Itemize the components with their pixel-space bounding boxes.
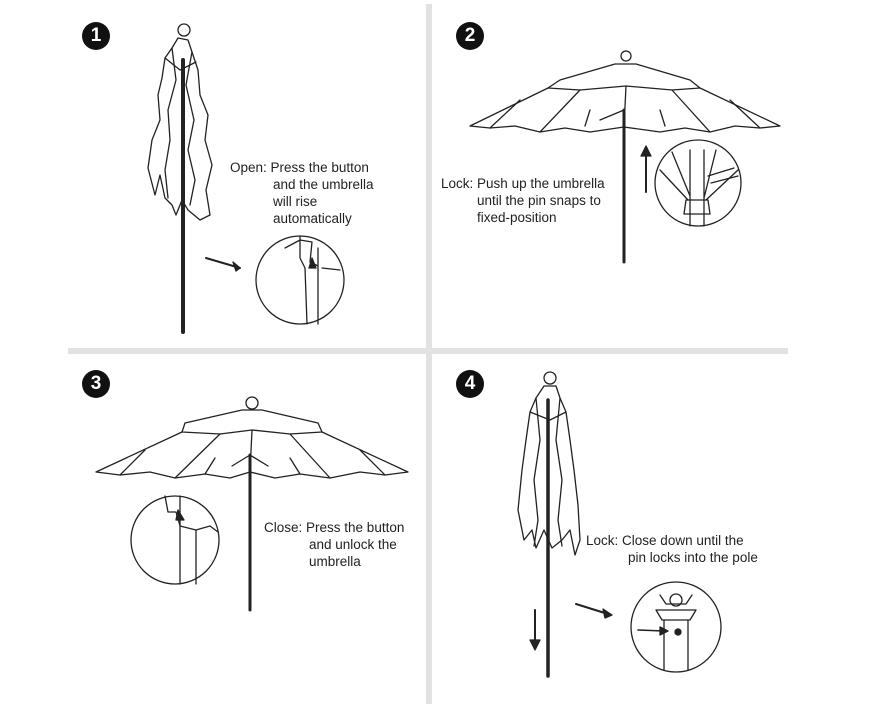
step-3-caption: Close: Press the button and unlock the u… (264, 519, 404, 570)
panel-1-arrow-icon (205, 257, 241, 272)
horizontal-divider (68, 348, 788, 354)
step-1-label: Open: (230, 160, 267, 175)
step-2-badge: 2 (456, 22, 484, 50)
step-3-line-1: Press the button (306, 520, 405, 535)
step-1-line-4: automatically (273, 211, 352, 226)
panel-3-detail-magnifier (130, 495, 220, 585)
step-1-badge: 1 (82, 22, 110, 50)
vertical-divider (426, 4, 432, 704)
step-4-label: Lock: (586, 533, 619, 548)
step-2-line-2: until the pin snaps to (477, 193, 601, 208)
step-1-line-2: and the umbrella (273, 177, 374, 192)
step-3-badge: 3 (82, 370, 110, 398)
step-3-line-3: umbrella (309, 554, 361, 569)
panel-4-arrow-icon (575, 603, 613, 619)
panel-4-detail-magnifier (630, 581, 722, 673)
panel-2-open-umbrella (469, 50, 781, 264)
panel-2-up-arrow-icon (640, 145, 652, 193)
step-4-badge: 4 (456, 370, 484, 398)
step-2-line-1: Push up the umbrella (477, 176, 605, 191)
step-4-caption: Lock: Close down until the pin locks int… (586, 532, 758, 566)
step-1-line-1: Press the button (270, 160, 369, 175)
panel-4-down-arrow-icon (529, 609, 541, 651)
step-1-line-3: will rise (273, 194, 318, 209)
panel-1-closed-umbrella (147, 23, 213, 334)
panel-4-closed-umbrella (517, 371, 581, 678)
panel-2-detail-magnifier (654, 139, 742, 227)
step-4-line-2: pin locks into the pole (628, 550, 758, 565)
step-4-line-1: Close down until the (622, 533, 744, 548)
step-3-label: Close: (264, 520, 303, 535)
step-2-line-3: fixed-position (477, 210, 557, 225)
step-2-label: Lock: (441, 176, 474, 191)
panel-3-open-umbrella (95, 396, 409, 612)
step-2-caption: Lock: Push up the umbrella until the pin… (441, 175, 605, 226)
panel-1-detail-magnifier (255, 235, 345, 325)
step-3-line-2: and unlock the (309, 537, 397, 552)
step-1-caption: Open: Press the button and the umbrella … (230, 159, 374, 227)
